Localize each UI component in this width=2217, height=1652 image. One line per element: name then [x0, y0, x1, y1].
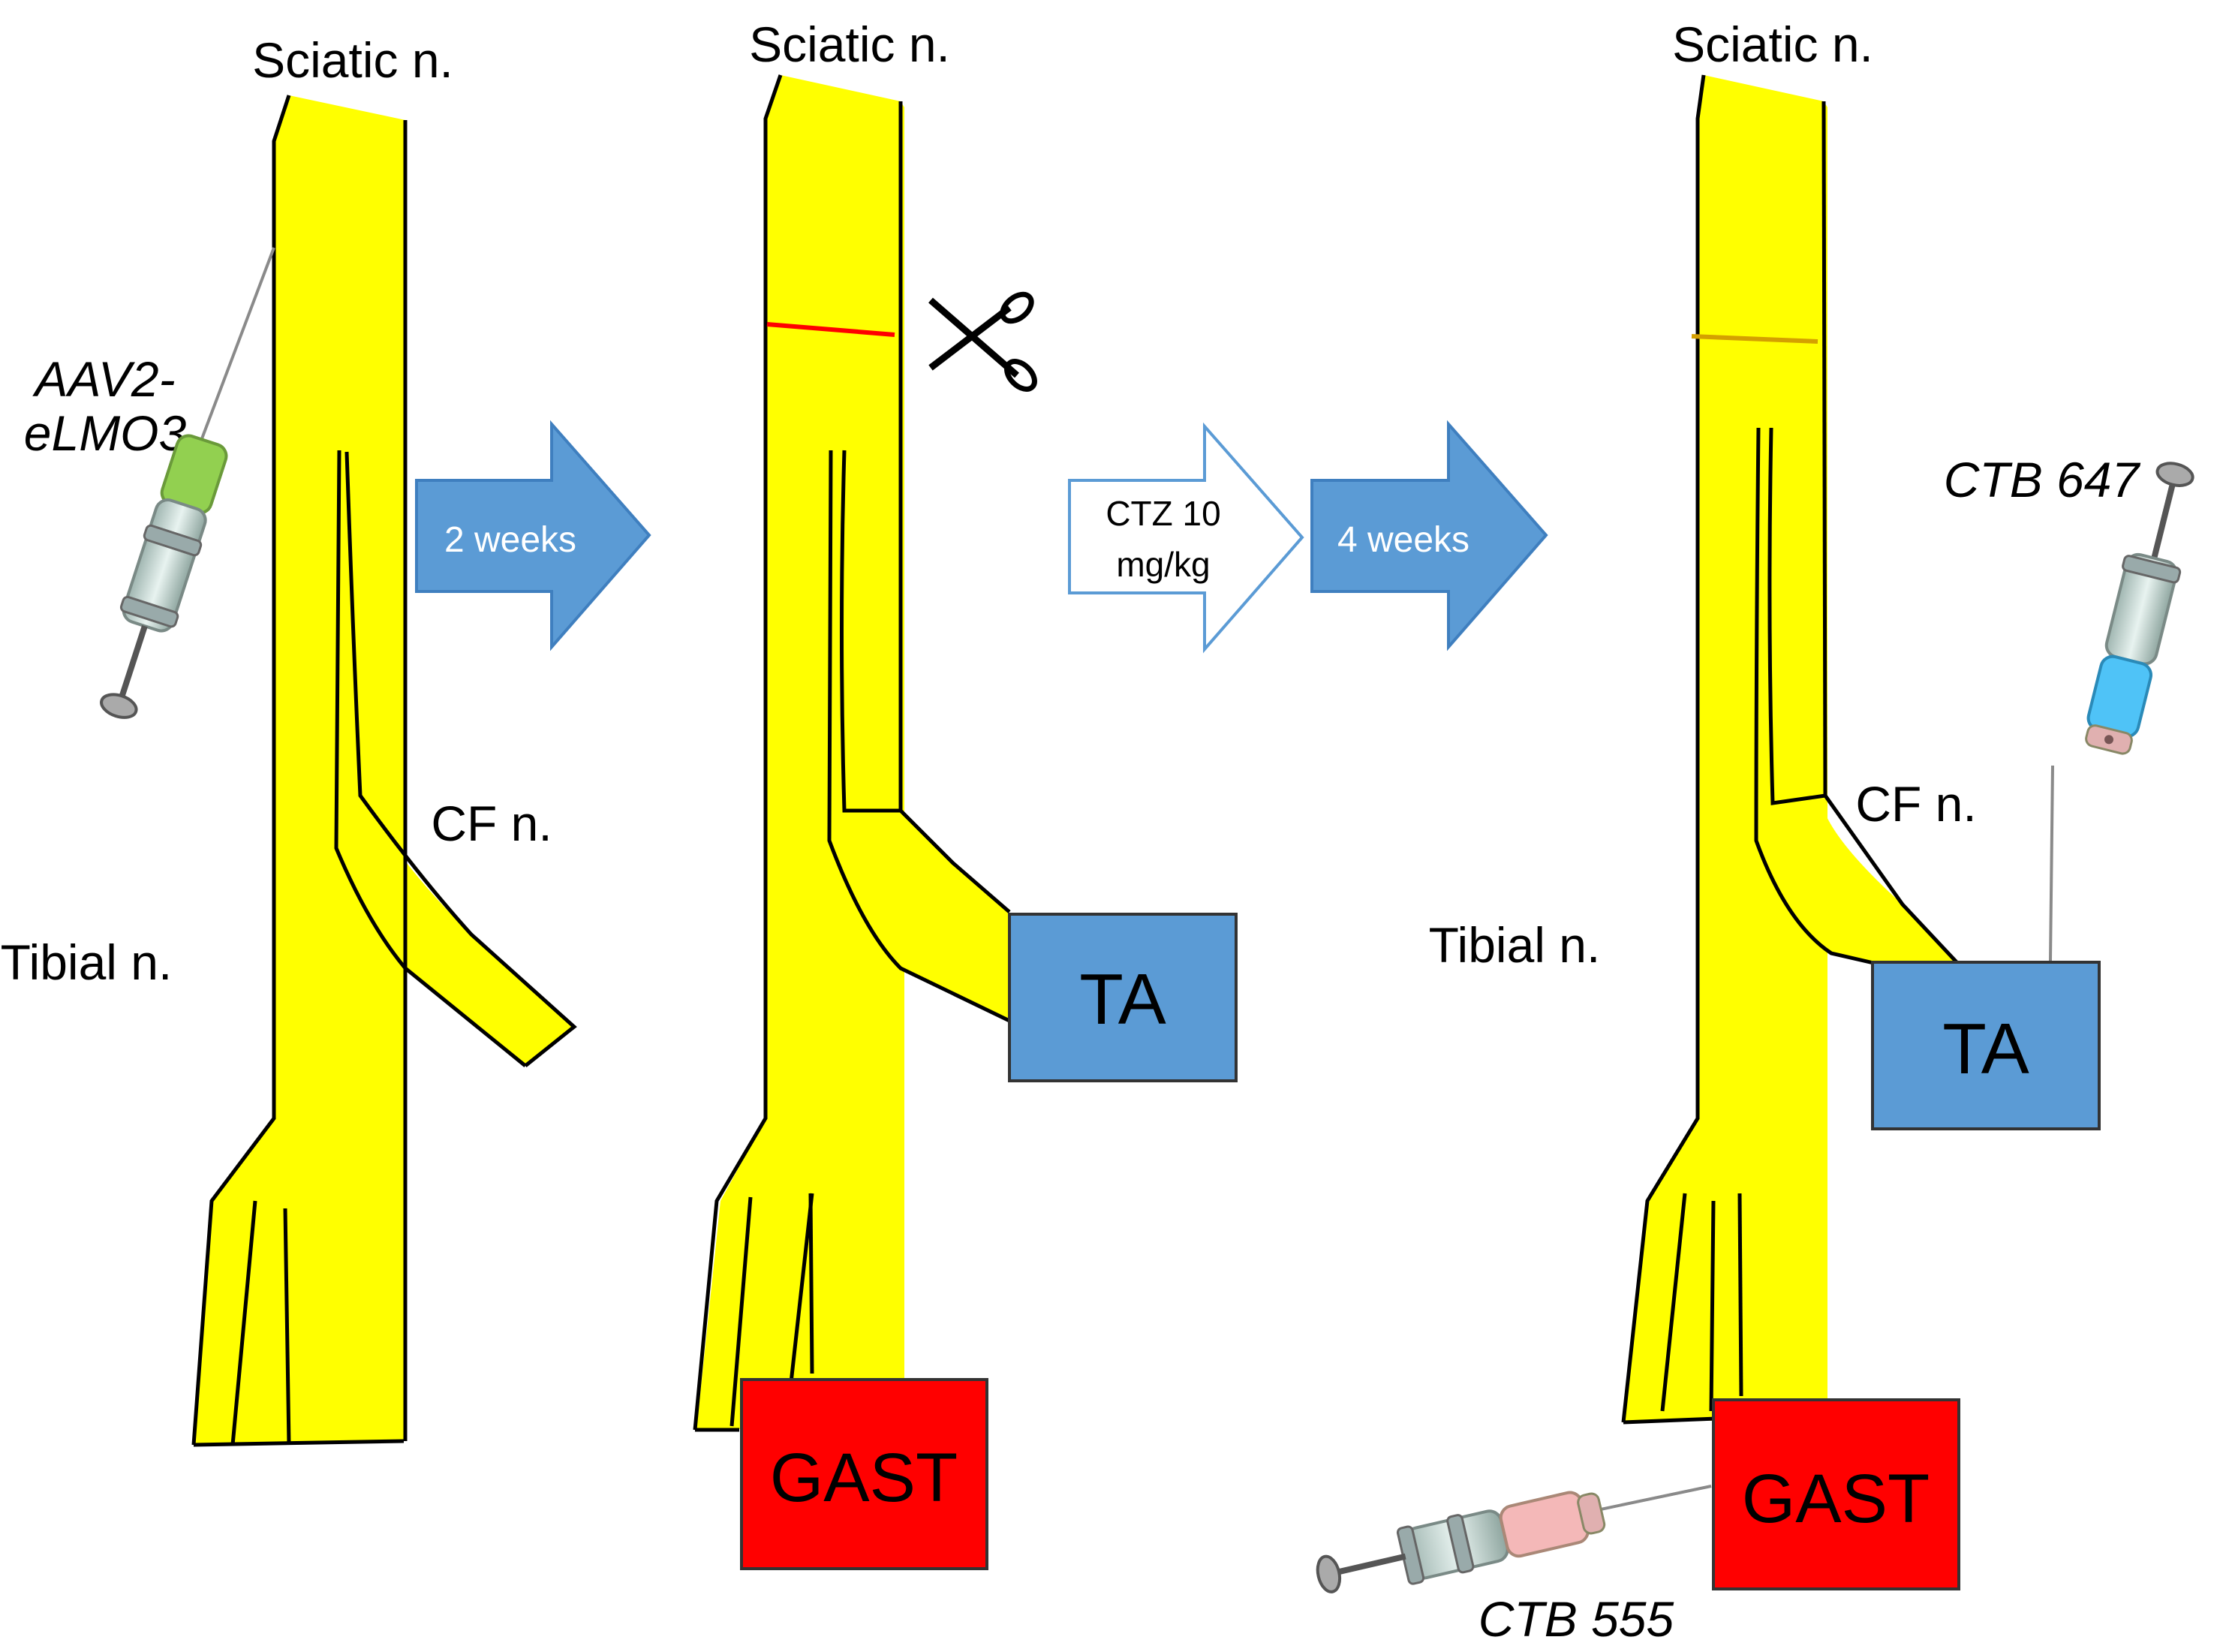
- arrow-ctz-treatment: CTZ 10 mg/kg: [1068, 422, 1304, 654]
- arrow-4-weeks-label: 4 weeks: [1337, 520, 1469, 560]
- nerve-1: [195, 95, 407, 1445]
- tibial-label: Tibial n.: [1, 934, 173, 990]
- arrow-2-weeks: 2 weeks: [415, 420, 651, 651]
- syringe-label-line1: AAV2-: [32, 351, 175, 407]
- cut-line-healed: [1691, 334, 1818, 344]
- treatment-line1: CTZ 10: [1105, 494, 1220, 533]
- treatment-line2: mg/kg: [1116, 545, 1210, 584]
- syringe-bottom-label: CTB 555: [1479, 1591, 1674, 1647]
- nerve-outline-1: [191, 95, 577, 1447]
- syringe-ctb555-icon: [1316, 1485, 1712, 1593]
- arrow-2-weeks-label: 2 weeks: [444, 520, 576, 560]
- panel-1: Sciatic n. Tibial n. CF n. AAV2- eLMO3: [1, 32, 577, 1447]
- cf-label: CF n.: [1855, 776, 1976, 832]
- gast-label: GAST: [1742, 1461, 1930, 1537]
- panel-3: Sciatic n. Tibial n. CF n. TA GAST CTB 6…: [1316, 17, 2194, 1647]
- gast-label: GAST: [770, 1440, 958, 1516]
- syringe-label-line2: eLMO3: [24, 405, 187, 461]
- sciatic-label: Sciatic n.: [1672, 17, 1873, 72]
- cf-label: CF n.: [431, 796, 552, 851]
- tibial-label: Tibial n.: [1429, 917, 1601, 973]
- gast-box: [740, 1378, 988, 1570]
- sciatic-label: Sciatic n.: [749, 17, 950, 72]
- cf-branch-1: [336, 450, 574, 1066]
- ta-label: TA: [1079, 959, 1166, 1040]
- syringe-ctb647-icon: [2049, 462, 2194, 961]
- panel-2: Sciatic n. TA GAST: [693, 17, 1238, 1570]
- gast-box: [1712, 1398, 1960, 1590]
- ta-box: [1008, 913, 1238, 1082]
- nerve-outline-2: [693, 74, 1011, 1432]
- nerve-outline-3: [1621, 74, 1960, 1425]
- sciatic-label: Sciatic n.: [252, 32, 453, 88]
- cut-line-fresh: [766, 322, 895, 337]
- nerve-2: [696, 75, 904, 1430]
- ta-box: [1871, 961, 2101, 1130]
- arrow-4-weeks: 4 weeks: [1310, 420, 1548, 651]
- scissors-icon: [928, 291, 1037, 392]
- ta-label: TA: [1942, 1009, 2029, 1089]
- syringe-aav-icon: [100, 247, 275, 719]
- syringe-top-label: CTB 647: [1944, 452, 2141, 507]
- ta-branch-3: [1756, 428, 1959, 964]
- nerve-3: [1625, 75, 1827, 1422]
- ta-branch-2: [829, 450, 1009, 1021]
